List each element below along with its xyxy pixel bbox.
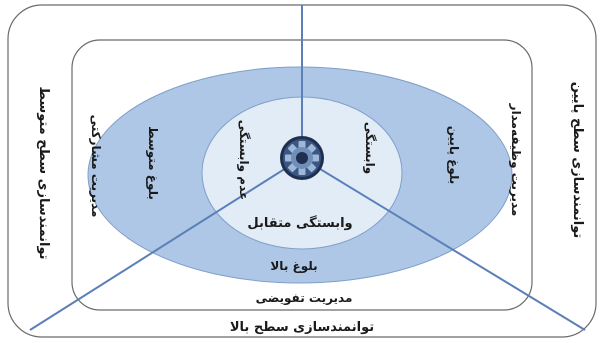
label-ellipse-right: بلوغ پایین bbox=[446, 126, 461, 185]
label-outer-left: توانمندسازی سطح متوسط bbox=[36, 86, 51, 259]
label-middle-right: مدیریت وظیفه‌مدار bbox=[508, 103, 523, 217]
label-outer-right: توانمندسازی سطح پایین bbox=[570, 82, 585, 238]
label-outer-bottom: توانمندسازی سطح بالا bbox=[230, 320, 374, 335]
label-ellipse-bottom: بلوغ بالا bbox=[270, 259, 317, 274]
label-inner-right: وابستگی bbox=[362, 122, 377, 174]
label-middle-bottom: مدیریت تفویضی bbox=[256, 291, 353, 306]
label-inner-bottom: وابستگی متقابل bbox=[247, 215, 352, 231]
divider-line-right bbox=[301, 157, 586, 331]
label-ellipse-left: بلوغ متوسط bbox=[145, 126, 160, 200]
label-inner-left: عدم وابستگی bbox=[236, 120, 251, 200]
gear-icon bbox=[280, 136, 324, 180]
label-middle-left: مدیریت مشارکتی bbox=[89, 115, 103, 218]
divider-line-left bbox=[29, 157, 303, 331]
